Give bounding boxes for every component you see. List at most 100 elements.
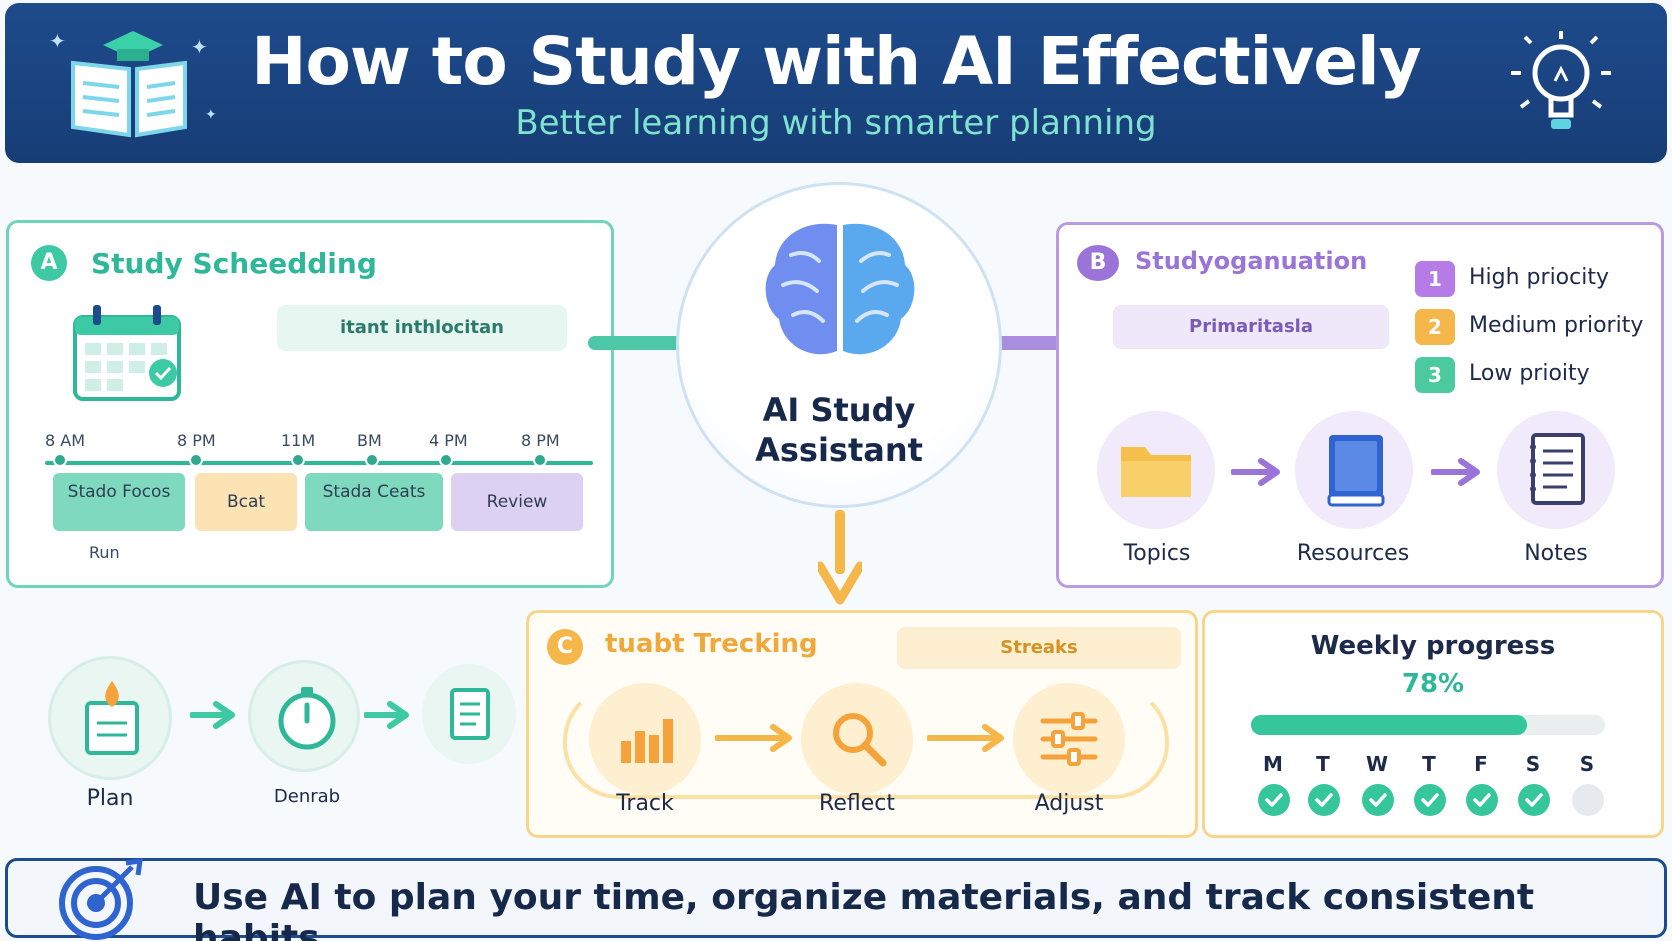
resources-icon-circle [1295, 411, 1413, 529]
timeline-tick [439, 453, 453, 467]
item-label: Topics [1123, 541, 1191, 566]
habit-tracking-panel: C tuabt Trecking Streaks Track Reflect A… [526, 610, 1198, 838]
page-title: How to Study with AI Effectively [251, 23, 1421, 100]
habit-loop-path [563, 685, 1169, 799]
sliders-icon [1040, 712, 1098, 766]
book-icon [1327, 435, 1385, 507]
flow-label: Plan [86, 786, 134, 811]
time-label: 11M [281, 431, 316, 450]
focus-step-circle [248, 660, 360, 772]
hub-label-line1: AI Study [762, 391, 916, 429]
streaks-pill: Streaks [897, 627, 1181, 669]
bar-chart-icon [621, 719, 673, 763]
schedule-block-focus: Stada Ceats [305, 473, 443, 531]
time-label: BM [357, 431, 382, 450]
section-badge-b: B [1077, 245, 1119, 281]
arrow-down-icon [818, 510, 862, 605]
schedule-block-review: Review [451, 473, 583, 531]
weekly-percent: 78% [1401, 669, 1465, 699]
document-icon [450, 688, 490, 740]
time-label: 8 AM [45, 431, 86, 450]
header-banner: ✦ ✦ ✦ How to Study with AI Effectively B… [5, 3, 1667, 163]
footer-message: Use AI to plan your time, organize mater… [193, 877, 1535, 941]
panel-title: tuabt Trecking [605, 629, 818, 659]
day-check-icon [1518, 784, 1550, 816]
hub-label: AI Study Assistant [679, 390, 999, 470]
scheduling-pill: itant inthlocitan [277, 305, 567, 351]
day-check-icon [1362, 784, 1394, 816]
folder-icon [1121, 447, 1191, 497]
timeline-tick [365, 453, 379, 467]
weekly-title: Weekly progress [1310, 631, 1556, 661]
notes-icon-circle [1497, 411, 1615, 529]
step-label: Adjust [1034, 791, 1104, 816]
priority-number: 1 [1415, 261, 1455, 297]
progress-track [1251, 715, 1605, 735]
time-label: 8 PM [177, 431, 216, 450]
weekday-label: F [1474, 752, 1488, 776]
study-organization-panel: B Studyoganuation Primaritasla 1 High pr… [1056, 222, 1664, 588]
priority-label: High priocity [1469, 265, 1609, 290]
reflect-step-circle [801, 683, 913, 795]
sparkle-icon: ✦ [49, 29, 66, 53]
connector-left [588, 336, 698, 350]
weekday-label: T [1316, 752, 1330, 776]
section-badge-c: C [547, 629, 583, 665]
item-label: Notes [1524, 541, 1588, 566]
study-scheduling-panel: A Study Scheedding itant inthlocitan 8 A… [6, 220, 614, 588]
sparkle-icon: ✦ [205, 107, 217, 123]
weekday-label: W [1365, 752, 1389, 776]
flow-label: Denrab [273, 786, 341, 807]
timeline-tick [291, 453, 305, 467]
plan-step-circle [48, 656, 172, 780]
section-badge-a: A [31, 245, 67, 281]
day-check-icon [1308, 784, 1340, 816]
schedule-block-focus: Stado Focos [53, 473, 185, 531]
notes-icon [1530, 433, 1585, 505]
plan-icon [85, 681, 139, 755]
adjust-step-circle [1013, 683, 1125, 795]
priority-label: Low prioity [1469, 361, 1590, 386]
priority-label: Medium priority [1469, 313, 1644, 338]
priority-number: 2 [1415, 309, 1455, 345]
book-graduation-icon [71, 31, 187, 138]
weekday-label: S [1525, 752, 1541, 776]
panel-title: Studyoganuation [1135, 247, 1368, 275]
arrow-right-icon [190, 701, 235, 729]
day-check-icon [1572, 784, 1604, 816]
magnifier-icon [833, 713, 887, 767]
arrow-right-icon [1231, 458, 1280, 486]
organization-pill: Primaritasla [1113, 305, 1389, 349]
day-check-icon [1258, 784, 1290, 816]
day-check-icon [1466, 784, 1498, 816]
weekday-label: S [1579, 752, 1595, 776]
timeline-tick [533, 453, 547, 467]
time-label: 4 PM [429, 431, 468, 450]
timer-icon [278, 687, 336, 750]
sparkle-icon: ✦ [191, 35, 208, 59]
schedule-footnote: Run [89, 543, 120, 562]
priority-number: 3 [1415, 357, 1455, 393]
time-label: 8 PM [521, 431, 560, 450]
timeline-tick [53, 453, 67, 467]
arrow-right-icon [1431, 458, 1480, 486]
arrow-right-icon [715, 724, 792, 752]
target-icon [59, 858, 143, 940]
arrow-right-icon [364, 701, 409, 729]
schedule-block-break: Bcat [195, 473, 297, 531]
timeline-axis [45, 461, 593, 465]
step-label: Track [616, 791, 674, 816]
ai-study-assistant-hub: AI Study Assistant [676, 182, 1002, 508]
timeline-tick [189, 453, 203, 467]
track-step-circle [589, 683, 701, 795]
day-check-icon [1414, 784, 1446, 816]
calendar-icon [73, 305, 181, 401]
review-step-circle [422, 664, 516, 764]
hub-label-line2: Assistant [755, 431, 923, 469]
page-subtitle: Better learning with smarter planning [515, 103, 1157, 143]
plan-flow: Plan Denrab [0, 640, 520, 840]
footer-banner: Use AI to plan your time, organize mater… [5, 858, 1667, 941]
weekday-label: T [1422, 752, 1436, 776]
arrow-right-icon [927, 724, 1004, 752]
panel-title: Study Scheedding [91, 247, 377, 280]
